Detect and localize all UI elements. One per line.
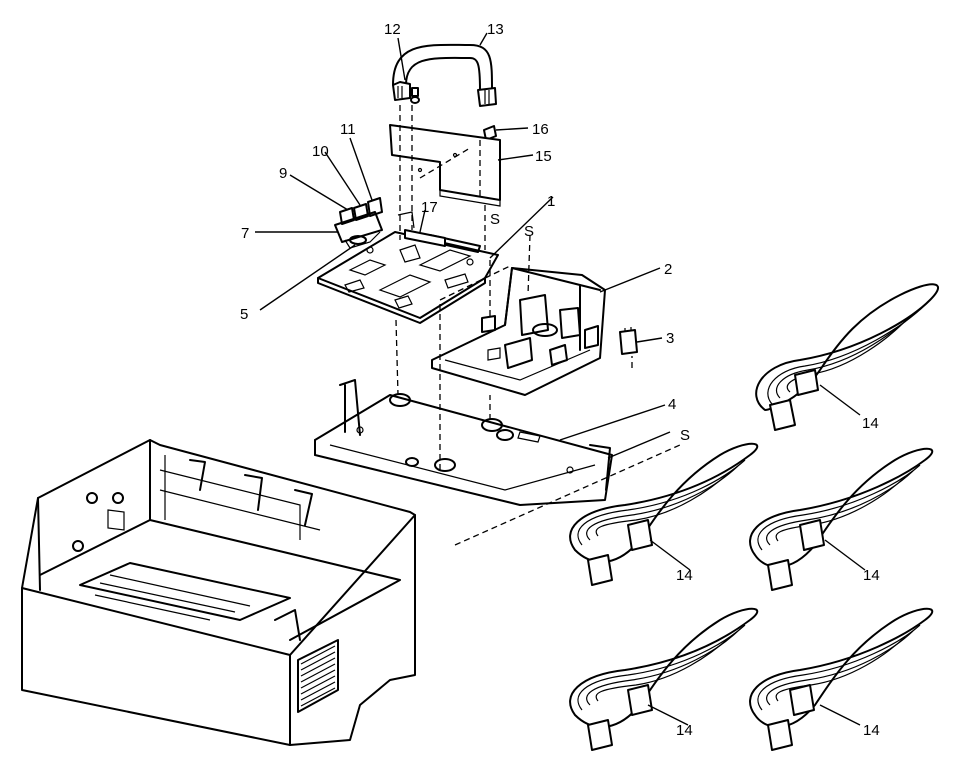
callout-11: 11: [340, 121, 356, 138]
callout-14-a: 14: [862, 415, 879, 432]
assembly-guide-lines: [395, 105, 681, 546]
callout-s-board: S: [490, 211, 500, 228]
callout-3: 3: [666, 330, 674, 347]
power-cord-5: [749, 607, 934, 751]
callout-9: 9: [279, 165, 287, 182]
connector-cluster: [334, 197, 383, 249]
callout-14-e: 14: [863, 722, 880, 739]
power-cord-3: [749, 447, 934, 591]
mounting-plate: [314, 379, 613, 506]
callout-14-b: 14: [676, 567, 693, 584]
callout-s-supply: S: [524, 223, 534, 240]
power-cord-2: [569, 442, 759, 586]
callout-5: 5: [240, 306, 248, 323]
callout-17: 17: [421, 199, 438, 216]
callout-14-c: 14: [863, 567, 880, 584]
callout-labels: 12 13 16 15 11 10 9 17 S 1 7 S 2 5 3 4 S…: [240, 21, 880, 739]
callout-2: 2: [664, 261, 672, 278]
screw-part-12: [410, 87, 420, 104]
callout-10: 10: [312, 143, 329, 160]
printer-base-cabinet: [21, 439, 416, 746]
power-cord-4: [569, 607, 759, 751]
callout-7: 7: [241, 225, 249, 242]
option-board: [389, 124, 501, 207]
callout-s-plate: S: [680, 427, 690, 444]
clip-part-16: [483, 125, 497, 141]
callout-4: 4: [668, 396, 676, 413]
callout-1: 1: [547, 193, 555, 210]
callout-14-d: 14: [676, 722, 693, 739]
callout-12: 12: [384, 21, 401, 38]
ribbon-cable: [392, 43, 497, 107]
callout-13: 13: [487, 21, 504, 38]
callout-15: 15: [535, 148, 552, 165]
callout-16: 16: [532, 121, 549, 138]
main-logic-board: [317, 231, 499, 324]
board-connector-17: [404, 229, 446, 247]
power-cord-1: [755, 283, 940, 431]
vent-grille: [297, 639, 339, 713]
connector-part-3: [619, 327, 638, 355]
leader-lines: [255, 32, 671, 459]
